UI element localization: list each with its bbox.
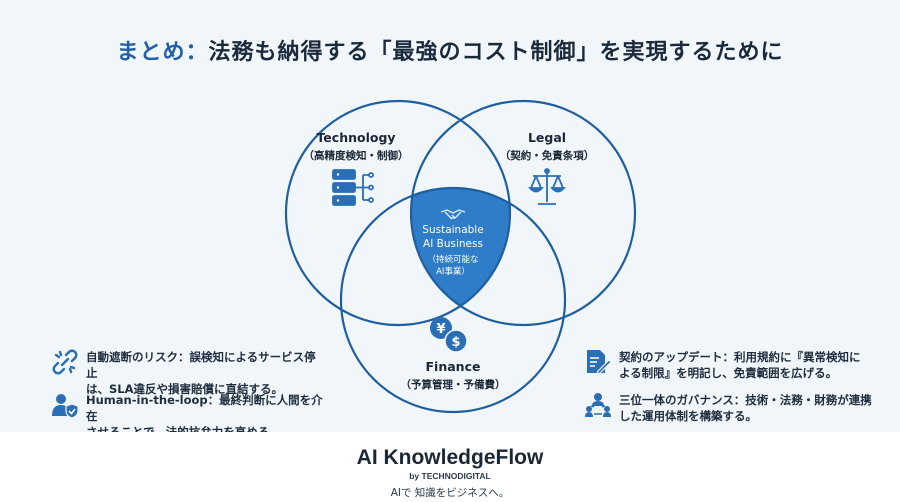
finance-circle [339, 186, 567, 414]
title-main: 法務も納得する「最強のコスト制御」を実現するために [208, 40, 784, 65]
yen-dollar-coins-icon: ¥ $ [430, 317, 468, 353]
technology-circle [284, 99, 512, 327]
technology-sub: （高精度検知・制御） [304, 149, 409, 162]
title-separator: ： [185, 40, 209, 65]
note-hitl-line-1: Human-in-the-loop：最終判断に人間を介在 [86, 393, 323, 423]
center-line-4: AI事業） [436, 266, 470, 277]
svg-text:¥: ¥ [436, 322, 445, 337]
legal-label: Legal [528, 130, 566, 145]
brand-byline: by TECHNODIGITAL [409, 471, 491, 481]
note-auto-cutoff-risk: 自動遮断のリスク：誤検知によるサービス停止 は、SLA違反や損害賠償に直結する。 [52, 349, 326, 397]
document-edit-icon [587, 350, 611, 375]
brand-logo: AI KnowledgeFlow [356, 446, 544, 469]
broken-link-icon [52, 349, 78, 375]
title-prefix: まとめ [116, 40, 186, 65]
finance-label: Finance [426, 359, 481, 374]
note-governance-line-2: した運用体制を構築する。 [619, 409, 757, 423]
svg-text:$: $ [451, 335, 460, 350]
venn-diagram: Technology （高精度検知・制御） Legal （契約・免責条項） ¥ … [284, 99, 637, 414]
technology-label: Technology [316, 130, 395, 145]
legal-circle [409, 99, 637, 327]
team-network-icon [585, 393, 611, 417]
handshake-icon [440, 209, 466, 220]
page-title: まとめ：法務も納得する「最強のコスト制御」を実現するために [0, 34, 900, 66]
legal-sub: （契約・免責条項） [500, 149, 595, 162]
note-contract-line-2: よる制限』を明記し、免責範囲を広げる。 [619, 366, 838, 380]
note-auto-cutoff-line-2: は、SLA違反や損害賠償に直結する。 [86, 382, 284, 396]
center-line-1: Sustainable [422, 224, 483, 236]
note-trinity-governance: 三位一体のガバナンス：技術・法務・財務が連携 した運用体制を構築する。 [585, 392, 884, 424]
server-network-icon [332, 169, 374, 206]
note-auto-cutoff-line-1: 自動遮断のリスク：誤検知によるサービス停止 [86, 350, 316, 380]
center-line-3: （持続可能な [427, 254, 478, 265]
user-shield-icon [52, 394, 78, 418]
note-contract-line-1: 契約のアップデート：利用規約に『異常検知に [619, 350, 861, 364]
footer: AI KnowledgeFlow by TECHNODIGITAL AIで 知識… [0, 432, 900, 502]
note-governance-line-1: 三位一体のガバナンス：技術・法務・財務が連携 [619, 393, 872, 407]
finance-sub: （予算管理・予備費） [401, 378, 506, 391]
center-line-2: AI Business [423, 238, 483, 250]
note-contract-update: 契約のアップデート：利用規約に『異常検知に よる制限』を明記し、免責範囲を広げる… [585, 349, 884, 381]
scales-icon [528, 168, 566, 205]
brand-tagline: AIで 知識をビジネスへ。 [390, 487, 510, 499]
